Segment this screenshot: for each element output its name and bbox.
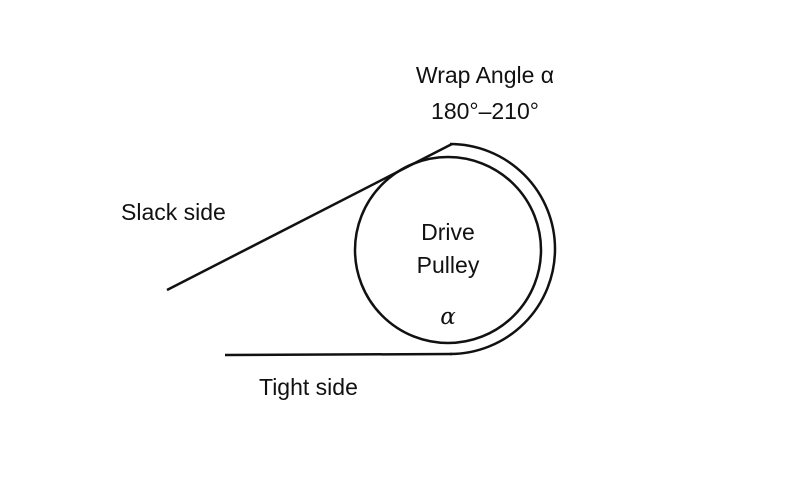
pulley-label-line2: Pulley bbox=[416, 252, 480, 278]
tight-side-label: Tight side bbox=[259, 374, 358, 400]
tight-side-belt bbox=[224, 352, 453, 357]
alpha-symbol: α bbox=[440, 304, 456, 330]
belt-wrap-arc bbox=[449, 142, 557, 356]
slack-side-belt bbox=[166, 142, 453, 292]
slack-side-label: Slack side bbox=[121, 199, 226, 225]
wrap-angle-title: Wrap Angle α bbox=[415, 62, 555, 88]
drive-pulley-circle bbox=[353, 155, 543, 345]
wrap-angle-range: 180°–210° bbox=[431, 98, 539, 124]
pulley-label-line1: Drive bbox=[421, 219, 475, 245]
